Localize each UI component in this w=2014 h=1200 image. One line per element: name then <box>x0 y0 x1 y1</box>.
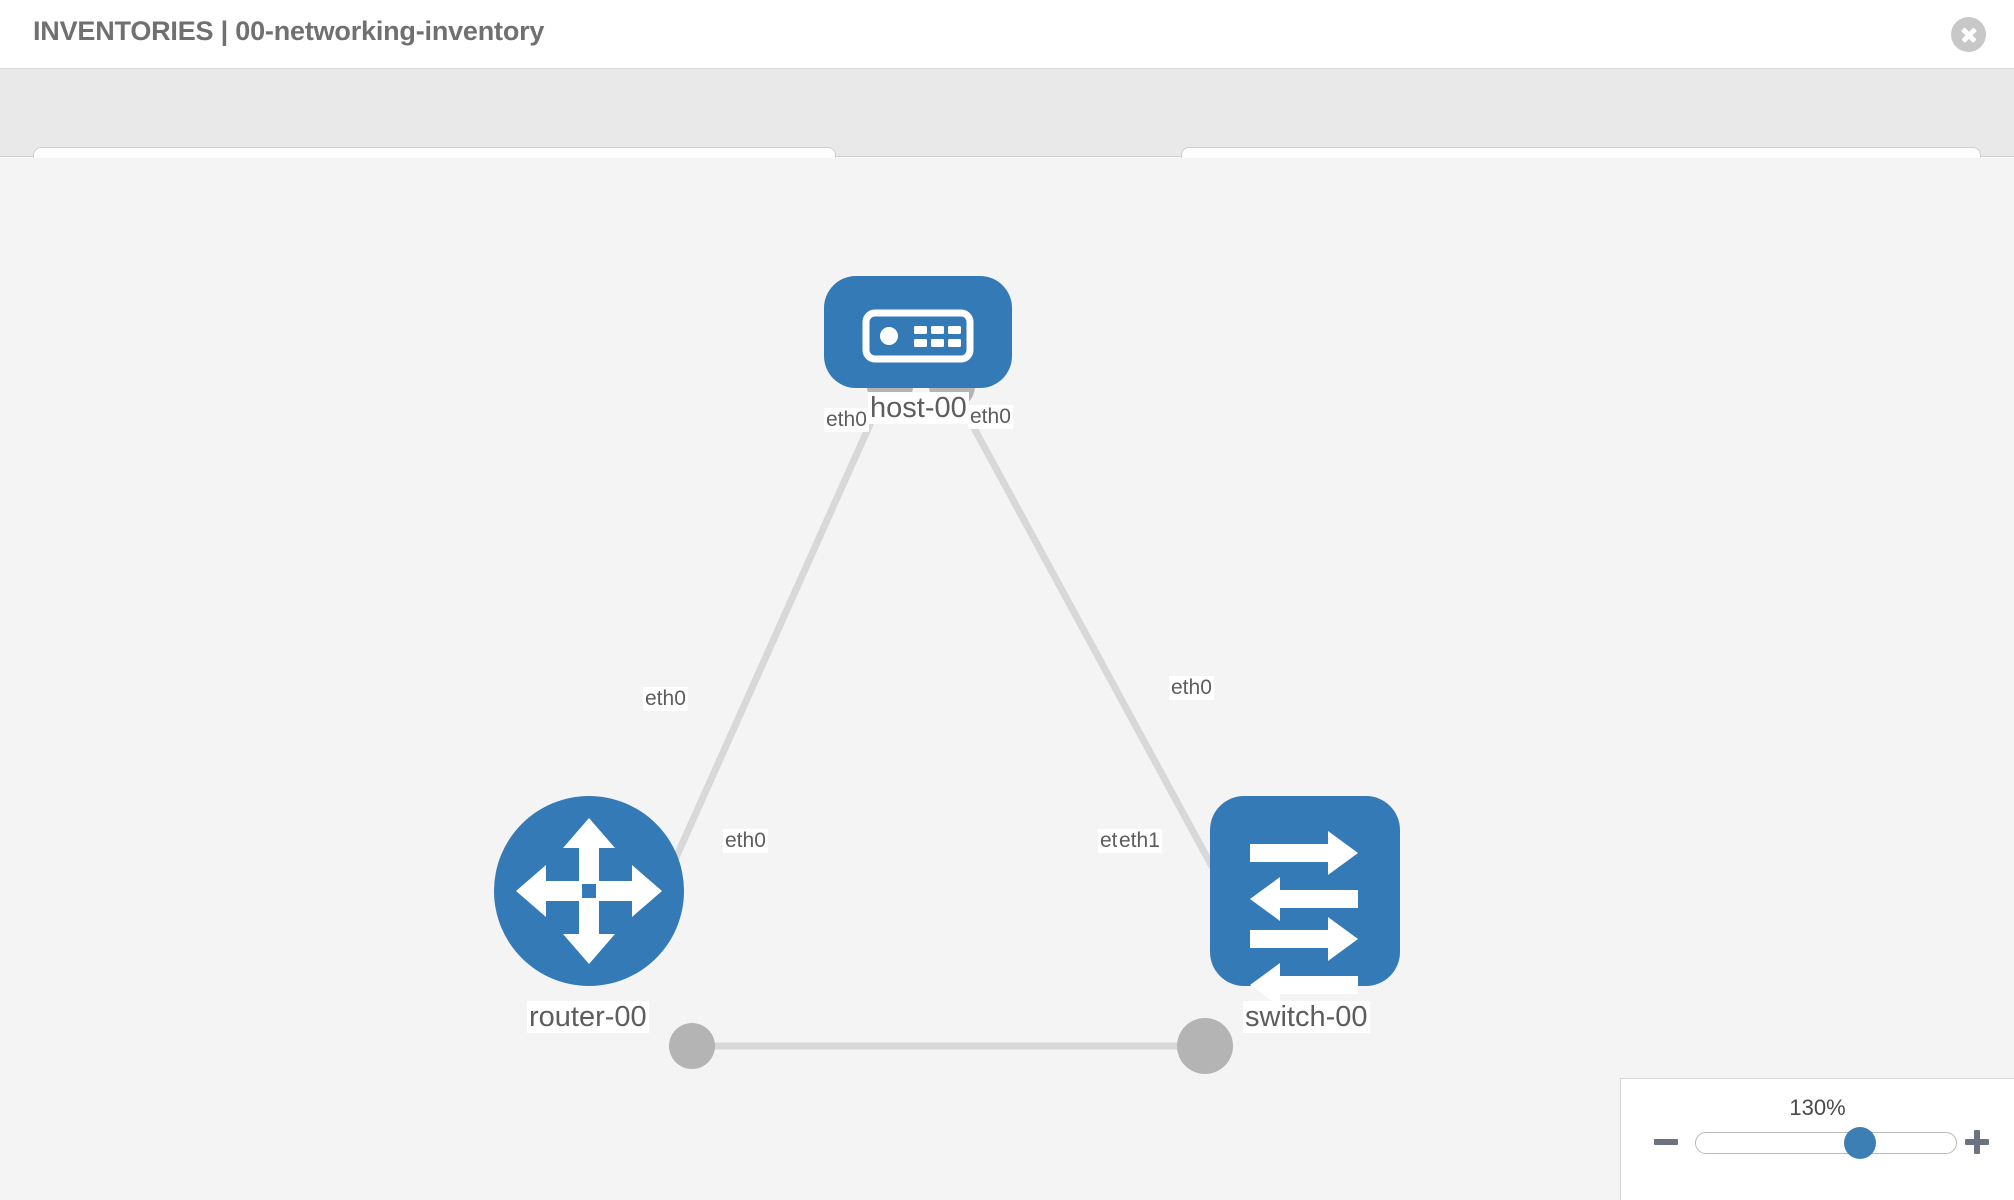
zoom-slider-track[interactable] <box>1695 1127 1957 1159</box>
topology-graph <box>494 276 1400 1074</box>
edge-label-router-up: eth0 <box>643 687 688 712</box>
switch-arrows-icon <box>1250 831 1358 1007</box>
port-switch-left <box>1177 1018 1233 1074</box>
zoom-control: 130% <box>1620 1078 2014 1200</box>
node-label-switch-00: switch-00 <box>1243 1001 1370 1034</box>
node-label-host-00: host-00 <box>868 392 969 425</box>
port-router-right <box>669 1023 715 1069</box>
topology-canvas[interactable]: eth0 host-00 eth0 eth0 eth0 eth0 eth eth… <box>0 158 2014 1200</box>
node-router-00[interactable] <box>494 796 684 986</box>
toolbar: ACTIONS SEARCH <box>0 69 2014 203</box>
edge-label-switch-left-b: eth1 <box>1117 829 1162 854</box>
zoom-percent-label: 130% <box>1789 1095 1846 1120</box>
node-host-00[interactable] <box>824 276 1012 388</box>
link-host-switch <box>951 391 1244 920</box>
zoom-slider-thumb[interactable] <box>1843 1127 1876 1159</box>
page-title: INVENTORIES | 00-networking-inventory <box>33 16 545 46</box>
close-icon[interactable] <box>1951 17 1986 52</box>
port-connectors <box>669 363 1266 1074</box>
edge-label-host-right: eth0 <box>968 405 1013 430</box>
router-arrows-icon <box>516 818 662 964</box>
node-switch-00[interactable] <box>1210 796 1400 1007</box>
page-header: INVENTORIES | 00-networking-inventory <box>0 0 2014 69</box>
minus-icon[interactable] <box>1651 1127 1681 1157</box>
plus-icon[interactable] <box>1962 1127 1992 1157</box>
node-label-router-00: router-00 <box>527 1001 649 1034</box>
edge-label-router-right: eth0 <box>723 829 768 854</box>
link-host-router <box>636 391 888 940</box>
edge-label-host-left: eth0 <box>824 408 869 433</box>
edge-label-switch-up: eth0 <box>1169 676 1214 701</box>
